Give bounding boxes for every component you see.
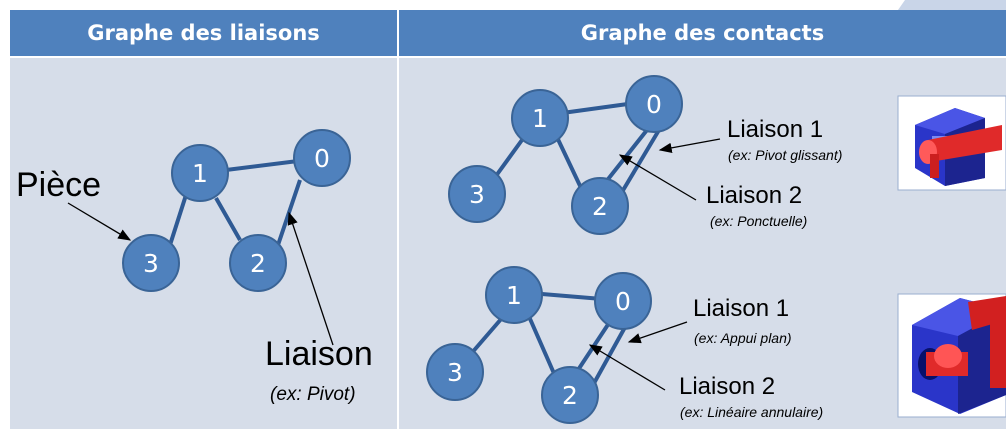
- bottom-liaison2-example: (ex: Linéaire annulaire): [680, 404, 823, 420]
- top-node-0-label: 0: [646, 90, 662, 119]
- bottom-node-1-label: 1: [506, 281, 522, 310]
- panel-graphe-des-liaisons: [10, 58, 397, 429]
- top-liaison2-label: Liaison 2: [706, 182, 802, 209]
- node-0-label: 0: [314, 144, 330, 173]
- top-edge-0-2-b: [620, 128, 661, 194]
- bottom-edge-0-2-b: [591, 319, 631, 386]
- pivot-glissant-illustration: [897, 95, 1006, 191]
- liaison-example: (ex: Pivot): [270, 384, 356, 405]
- bottom-liaison2-arrow: [588, 344, 666, 391]
- corner-decoration: [898, 0, 1006, 10]
- bottom-node-3: [426, 343, 484, 401]
- bottom-edge-1-3: [468, 316, 504, 357]
- bottom-node-3-label: 3: [447, 358, 463, 387]
- edge-1-3: [168, 194, 188, 246]
- bottom-graph-nodes: 1 0 2 3: [426, 266, 652, 424]
- piece-arrow: [67, 202, 132, 241]
- node-3: [122, 234, 180, 292]
- bottom-node-0: [594, 272, 652, 330]
- top-liaison2-example: (ex: Ponctuelle): [710, 213, 807, 229]
- header-graphe-des-liaisons: Graphe des liaisons: [10, 10, 397, 56]
- bottom-node-2-label: 2: [562, 381, 578, 410]
- node-1-label: 1: [192, 159, 208, 188]
- top-node-0: [625, 75, 683, 133]
- top-graph-nodes: 1 0 2 3: [448, 75, 683, 235]
- bottom-liaison1-example: (ex: Appui plan): [694, 330, 792, 346]
- left-graph-nodes: 1 0 2 3: [122, 129, 351, 292]
- node-2-label: 2: [250, 249, 266, 278]
- top-node-1: [511, 89, 569, 147]
- liaison-arrow: [287, 211, 334, 346]
- bottom-liaison1-label: Liaison 1: [693, 295, 789, 322]
- top-liaison2-arrow: [618, 154, 697, 201]
- top-node-1-label: 1: [532, 104, 548, 133]
- header-graphe-des-contacts: Graphe des contacts: [399, 10, 1006, 56]
- node-3-label: 3: [143, 249, 159, 278]
- liaison-label: Liaison: [265, 335, 373, 373]
- bottom-graph-edges: [468, 291, 631, 386]
- top-node-3: [448, 165, 506, 223]
- top-liaison1-example: (ex: Pivot glissant): [728, 147, 842, 163]
- lineaire-annulaire-illustration: [897, 293, 1006, 418]
- top-node-2: [571, 177, 629, 235]
- bottom-node-0-label: 0: [615, 287, 631, 316]
- top-edge-1-2: [553, 132, 584, 191]
- node-1: [171, 144, 229, 202]
- node-0: [293, 129, 351, 187]
- bottom-node-1: [485, 266, 543, 324]
- node-2: [229, 234, 287, 292]
- top-edge-1-3: [491, 138, 524, 182]
- top-edge-0-2-a: [603, 128, 649, 185]
- edge-1-2: [214, 197, 242, 241]
- top-node-3-label: 3: [469, 180, 485, 209]
- top-liaison1-label: Liaison 1: [727, 116, 823, 143]
- piece-label: Pièce: [16, 166, 101, 204]
- bottom-node-2: [541, 366, 599, 424]
- top-liaison1-arrow: [658, 138, 721, 154]
- top-node-2-label: 2: [592, 192, 608, 221]
- bottom-liaison1-arrow: [627, 321, 688, 344]
- bottom-edge-1-2: [525, 311, 558, 379]
- bottom-liaison2-label: Liaison 2: [679, 373, 775, 400]
